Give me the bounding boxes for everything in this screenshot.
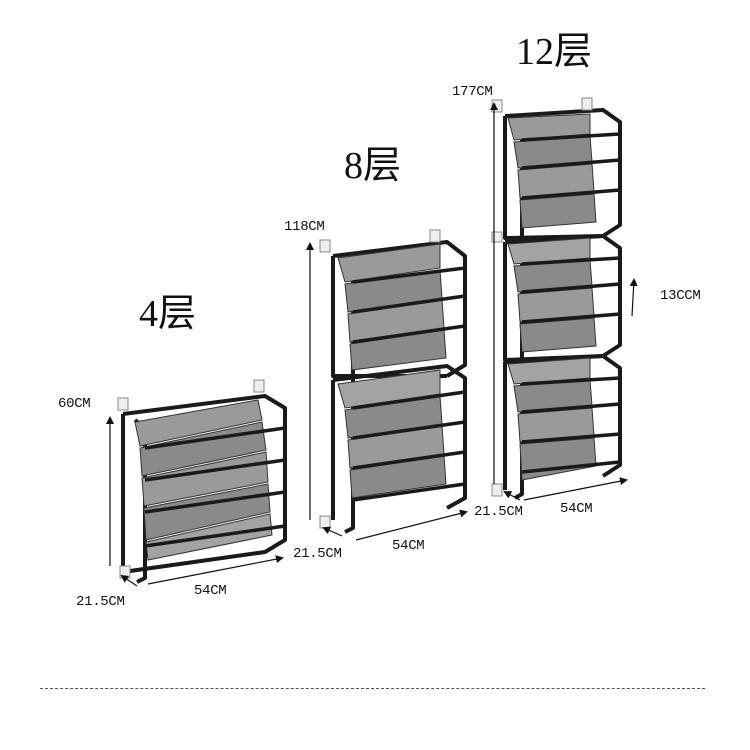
section-spacing-label: 13CCM bbox=[660, 288, 701, 304]
rack-4-width-label: 54CM bbox=[194, 583, 227, 599]
rack-8-height-label: 118CM bbox=[284, 219, 325, 235]
rack-12-title: 12层 bbox=[516, 31, 593, 73]
shelf-bars bbox=[521, 132, 621, 474]
rack-4-tier bbox=[106, 379, 287, 587]
rack-4-depth-label: 21.5CM bbox=[76, 594, 125, 610]
wall-hooks bbox=[319, 229, 441, 529]
rack-12-tier bbox=[490, 97, 638, 501]
dimension-arrows bbox=[490, 102, 638, 501]
rack-8-title: 8层 bbox=[344, 145, 402, 187]
shelf-bars bbox=[144, 426, 286, 548]
footer-caption bbox=[0, 740, 750, 750]
dashed-divider bbox=[40, 688, 705, 689]
dimension-arrows bbox=[106, 416, 284, 587]
rack-4-height-label: 60CM bbox=[58, 396, 91, 412]
rack-12-width-label: 54CM bbox=[560, 501, 593, 517]
shelf-bars bbox=[352, 266, 466, 502]
rack-4-title: 4层 bbox=[139, 293, 197, 335]
rack-12-height-label: 177CM bbox=[452, 84, 493, 100]
rack-8-depth-label: 21.5CM bbox=[293, 546, 342, 562]
rack-8-width-label: 54CM bbox=[392, 538, 425, 554]
dimension-arrows bbox=[306, 242, 468, 541]
rack-12-depth-label: 21.5CM bbox=[474, 504, 523, 520]
rack-8-tier bbox=[306, 229, 468, 541]
